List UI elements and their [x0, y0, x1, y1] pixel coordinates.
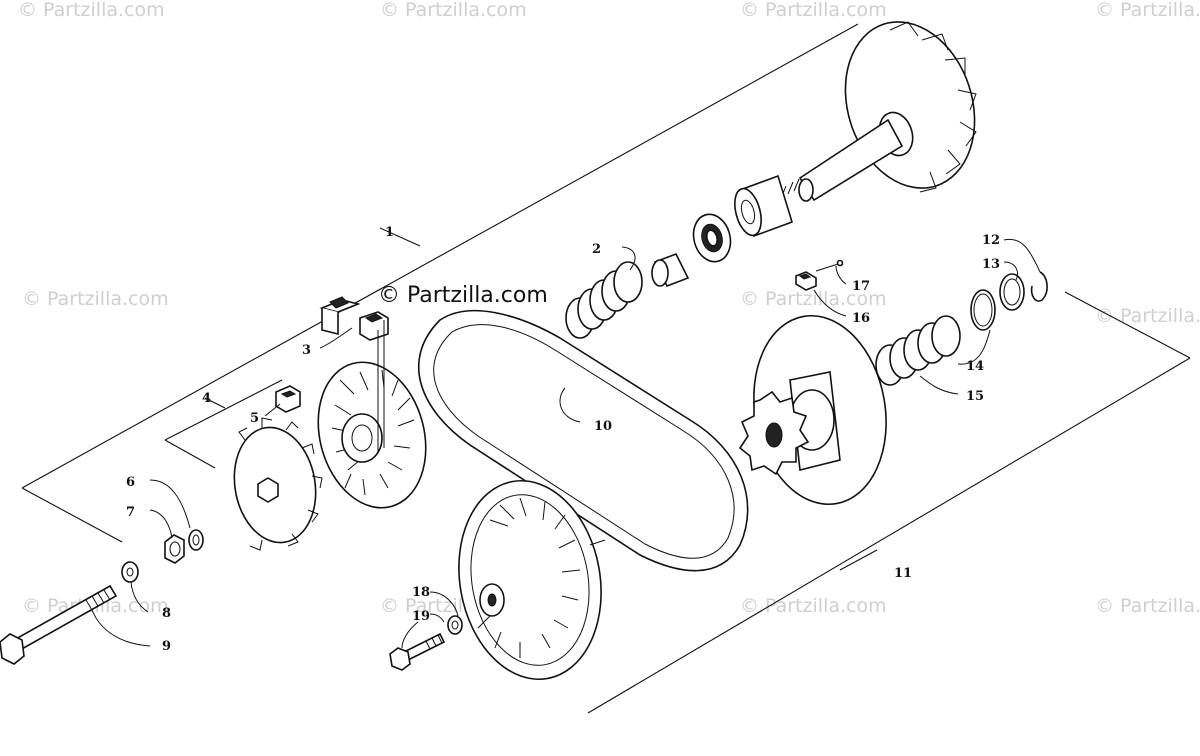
callout-2[interactable]: 2: [592, 242, 601, 257]
leader-lines: [91, 238, 1041, 649]
watermark: © Partzilla.com: [740, 0, 887, 21]
drive-cam-spider: [233, 417, 323, 551]
callout-8[interactable]: 8: [162, 606, 171, 621]
callout-17[interactable]: 17: [852, 279, 870, 294]
watermark: © Partzilla.com: [380, 0, 527, 21]
callout-16[interactable]: 16: [852, 311, 870, 326]
bolt-washer: [447, 615, 463, 635]
callout-1[interactable]: 1: [385, 225, 394, 240]
long-bolt: [0, 584, 118, 665]
callout-11[interactable]: 11: [894, 566, 912, 581]
callout-4[interactable]: 4: [202, 391, 211, 406]
callout-6[interactable]: 6: [126, 475, 135, 490]
callout-12[interactable]: 12: [982, 233, 1000, 248]
bearing: [692, 213, 732, 263]
cam-slider-button: [275, 385, 301, 413]
callout-15[interactable]: 15: [966, 389, 984, 404]
driven-spring: [875, 315, 961, 386]
callout-9[interactable]: 9: [162, 639, 171, 654]
drive-belt: [417, 309, 749, 572]
roller-weight-set: [319, 296, 389, 341]
watermark: © Partzilla.com: [18, 0, 165, 21]
short-bolt: [389, 632, 446, 671]
callout-19[interactable]: 19: [412, 609, 430, 624]
lock-washer: [188, 529, 204, 551]
callout-7[interactable]: 7: [126, 505, 135, 520]
clip: [795, 271, 817, 291]
callout-3[interactable]: 3: [302, 343, 311, 358]
callout-5[interactable]: 5: [250, 411, 259, 426]
drive-clutch-fixed-sheave: [781, 21, 977, 202]
callout-10[interactable]: 10: [594, 419, 612, 434]
driven-fixed-sheave: [458, 479, 606, 681]
spacer-washer: [999, 273, 1025, 311]
drive-spring: [565, 261, 643, 339]
nut: [164, 534, 185, 564]
thrust-washer: [970, 289, 996, 331]
watermark: © Partzilla.com: [22, 288, 169, 310]
sheave-fins: [889, 21, 977, 193]
callout-labels: 1 2 3 4 5 6 7 8 9 10 11 12 13 14 15 16 1…: [126, 225, 1000, 654]
assembly-bracket-lines: [21, 23, 1191, 714]
bearing-spacer: [734, 174, 793, 238]
retaining-ring: [1030, 271, 1048, 302]
callout-18[interactable]: 18: [412, 585, 430, 600]
flat-washer: [121, 561, 139, 583]
watermark-main: © Partzilla.com: [378, 283, 548, 308]
bushing: [651, 252, 690, 288]
callout-14[interactable]: 14: [966, 359, 984, 374]
watermark: © Partzilla.com: [1095, 595, 1200, 617]
watermark: © Partzilla.com: [740, 288, 887, 310]
watermark: © Partzilla.com: [740, 595, 887, 617]
watermark: © Partzilla.com: [1095, 0, 1200, 21]
driven-cam-gear: [738, 390, 810, 476]
drive-moveable-sheave: [317, 320, 427, 509]
callout-13[interactable]: 13: [982, 257, 1000, 272]
pin: [815, 259, 844, 272]
